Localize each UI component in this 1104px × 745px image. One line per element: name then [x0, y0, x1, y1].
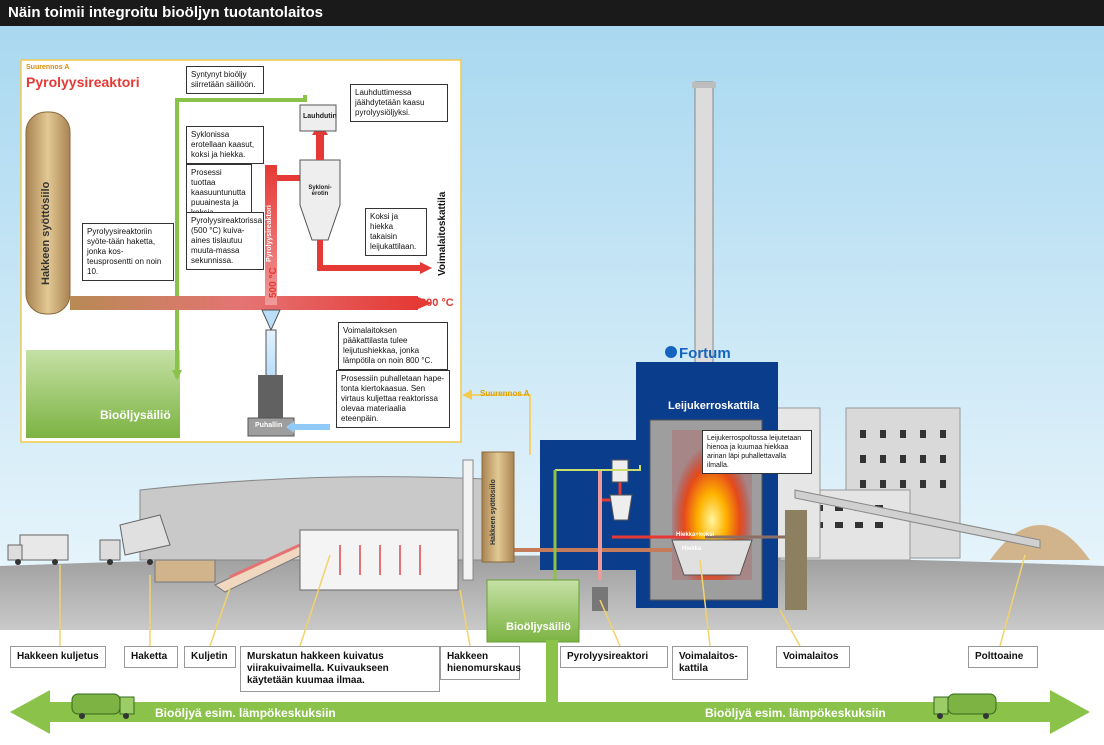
label-grinding: Hakkeen hienomurskaus — [440, 646, 521, 680]
inset-tank-label: Bioöljysäiliö — [100, 408, 171, 422]
chimney — [694, 81, 714, 383]
inset-temp-reactor: 500 °C — [268, 267, 279, 298]
callout-sand-in: Voimalaitoksen pääkattilasta tulee leiju… — [338, 322, 448, 370]
plant-suurennos-tag: Suurennos A — [480, 389, 530, 398]
inset-silo — [25, 111, 71, 315]
arrow-right-label: Bioöljyä esim. lämpökeskuksiin — [705, 706, 886, 720]
fuel-conveyor — [794, 489, 1041, 549]
boiler-callout: Leijukerrospoltossa leijutetaan hienoa j… — [702, 430, 812, 474]
title-bar: Näin toimii integroitu bioöljyn tuotanto… — [0, 0, 1104, 26]
plant-tank-label: Bioöljysäiliö — [506, 621, 571, 633]
callout-cyclone: Syklonissa erotellaan kaasut, koksi ja h… — [186, 126, 264, 164]
callout-oil-moved: Syntynyt bioöljy siirretään säiliöön. — [186, 66, 264, 94]
office-windows — [860, 430, 946, 488]
coke-label: Hiekka+koksi — [676, 532, 715, 538]
truck-icon — [7, 534, 69, 565]
callout-reactor: Pyrolyysireaktorissa (500 °C) kuiva-aine… — [186, 212, 264, 270]
dump-truck-icon — [99, 514, 171, 565]
label-transport: Hakkeen kuljetus — [10, 646, 106, 668]
plant-silo — [481, 451, 515, 563]
inset-cyclone-label: Sykloni-erotin — [308, 185, 332, 197]
inset-condenser-label: Lauhdutin — [303, 113, 337, 120]
callout-coke-back: Koksi ja hiekka takaisin leijukattilaan. — [365, 208, 427, 256]
inset-temp-sand: 800 °C — [420, 297, 454, 309]
inset-reactor — [265, 165, 277, 305]
inset-cyclone — [299, 159, 341, 241]
label-leaders — [59, 554, 1026, 647]
tanker-truck-right-icon — [933, 693, 997, 719]
inset-condenser — [299, 104, 337, 132]
label-fuel: Polttoaine — [968, 646, 1038, 668]
inset-boiler-label: Voimalaitoskattila — [437, 191, 448, 276]
distribution-arrow — [10, 642, 1090, 734]
plant-silo-label: Hakkeen syöttösiilo — [490, 479, 497, 545]
plant-oil-tank — [486, 579, 580, 643]
label-boiler: Voimalaitos-kattila — [672, 646, 748, 680]
label-plant: Voimalaitos — [776, 646, 850, 668]
brand-icon — [665, 346, 677, 358]
fortum-logo: Fortum — [665, 345, 731, 362]
tanker-truck-left-icon — [71, 693, 135, 719]
boiler-title: Leijukerroskattila — [668, 400, 760, 412]
inset-blower-label: Puhallin — [255, 422, 283, 429]
label-conveyor: Kuljetin — [184, 646, 236, 668]
callout-blown: Prosessiin puhalletaan hape-tonta kierto… — [336, 370, 450, 428]
inset-oil-tank — [26, 350, 180, 438]
inset-heading: Pyrolyysireaktori — [26, 74, 140, 90]
label-reactor: Pyrolyysireaktori — [560, 646, 668, 668]
inset-tag: Suurennos A — [26, 64, 70, 71]
arrow-left-label: Bioöljyä esim. lämpökeskuksiin — [155, 706, 336, 720]
inset-reactor-label: Pyrolyysireaktori — [266, 205, 273, 262]
inset-feed-pipe — [70, 296, 418, 310]
callout-feed: Pyrolyysireaktoriin syöte-tään haketta, … — [82, 223, 174, 281]
label-drying: Murskatun hakkeen kuivatus viirakuivaime… — [240, 646, 440, 692]
inset-silo-label: Hakkeen syöttösiilo — [40, 181, 52, 285]
callout-condenser: Lauhduttimessa jäähdytetään kaasu pyroly… — [350, 84, 448, 122]
sand-label: Hiekka — [682, 546, 702, 552]
page-title: Näin toimii integroitu bioöljyn tuotanto… — [8, 4, 323, 21]
label-chips: Haketta — [124, 646, 178, 668]
